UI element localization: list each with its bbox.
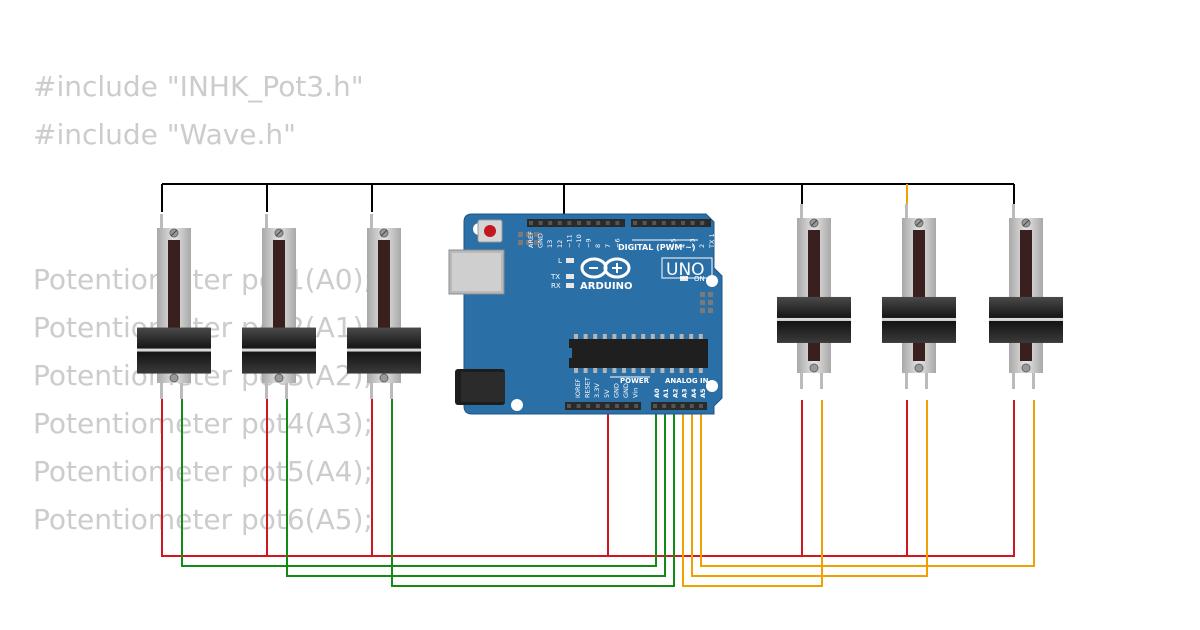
potentiometer-knob[interactable] <box>137 327 211 374</box>
pin-label: ~5 <box>669 238 677 248</box>
ground-wire <box>161 184 1015 228</box>
microcontroller-chip <box>569 339 708 368</box>
pin-label: A1 <box>662 388 670 398</box>
slide-potentiometer-pot2[interactable] <box>242 214 316 399</box>
icsp-header <box>518 232 539 245</box>
mounting-hole <box>511 399 523 411</box>
screw-icon <box>169 373 179 383</box>
pin-label: TX 1 <box>708 233 716 249</box>
pin-label: ~11 <box>565 234 573 248</box>
code-line: Potentiometer pot1(A0); <box>33 263 373 296</box>
slide-potentiometer-pot3[interactable] <box>347 214 421 399</box>
pin-label: GND <box>612 383 620 398</box>
slide-potentiometer-pot6[interactable] <box>989 204 1063 389</box>
signal-wire-a2 <box>391 398 675 587</box>
screw-icon <box>274 373 284 383</box>
potentiometers-layer <box>137 204 1063 399</box>
pin-label: GND <box>537 233 545 248</box>
tx-led-label: TX <box>550 273 560 281</box>
pin-label: ~6 <box>613 238 621 248</box>
pin-label: 5V <box>603 389 611 398</box>
pin-label: ~10 <box>575 234 583 248</box>
pin-label: AREF <box>527 231 535 248</box>
power-label: POWER <box>620 377 650 385</box>
code-line: Potentiometer pot4(A3); <box>33 407 373 440</box>
model-frame <box>661 257 713 279</box>
analog-header <box>651 402 707 410</box>
digital-label: DIGITAL (PWM ~) <box>618 243 696 252</box>
pin-label: A5 <box>699 388 707 398</box>
potentiometer-knob[interactable] <box>347 327 421 374</box>
pin-label: IOREF <box>574 378 582 398</box>
pin-label: ~3 <box>689 238 697 248</box>
potentiometer-knob[interactable] <box>777 296 851 343</box>
pin-label: Vin <box>632 388 640 398</box>
arduino-logo-icon <box>580 257 631 279</box>
slide-potentiometer-pot4[interactable] <box>777 204 851 389</box>
code-line: #include "INHK_Pot3.h" <box>33 70 364 103</box>
screw-icon <box>379 373 389 383</box>
l-led <box>566 258 574 263</box>
pin-label: RESET <box>584 377 592 398</box>
pin-label: 7 <box>604 244 612 248</box>
pin-label: 4 <box>679 244 687 248</box>
pin-label: A0 <box>653 388 661 398</box>
pin-label: A3 <box>681 388 689 398</box>
l-led-label: L <box>558 257 562 265</box>
wires-layer <box>161 183 1035 587</box>
pin-label: ~9 <box>585 238 593 248</box>
signal-wire-a1 <box>286 398 666 577</box>
digital-header <box>631 219 711 227</box>
pin-label: GND <box>622 383 630 398</box>
code-line: #include "Wave.h" <box>33 118 297 151</box>
screw-icon <box>1021 363 1031 373</box>
screw-icon <box>914 363 924 373</box>
pin-label: RX 0 <box>717 233 725 248</box>
pin-label: 2 <box>698 244 706 248</box>
brand-label: ARDUINO <box>580 281 632 292</box>
code-line: Potentiometer pot6(A5); <box>33 503 373 536</box>
slide-potentiometer-pot5[interactable] <box>882 204 956 389</box>
pin-label: 12 <box>556 240 564 248</box>
tx-led <box>566 274 574 279</box>
potentiometer-knob[interactable] <box>882 296 956 343</box>
pin-label: 3.3V <box>593 383 601 398</box>
slide-potentiometer-pot1[interactable] <box>137 214 211 399</box>
analog-label: ANALOG IN <box>665 377 709 385</box>
code-line: Potentiometer pot5(A4); <box>33 455 373 488</box>
pin-label: A2 <box>671 388 679 398</box>
potentiometer-knob[interactable] <box>989 296 1063 343</box>
signal-wire-a3 <box>682 400 823 587</box>
vcc-wire <box>161 398 1015 557</box>
mounting-hole <box>706 380 718 392</box>
on-led-label: ON <box>694 275 705 283</box>
potentiometer-knob[interactable] <box>242 327 316 374</box>
rx-led <box>566 283 574 288</box>
signal-wire-a4 <box>691 400 928 577</box>
signal-wire-a5 <box>700 400 1035 567</box>
rx-led-label: RX <box>551 282 561 290</box>
pin-label: A4 <box>690 388 698 398</box>
power-header <box>565 402 641 410</box>
pin-label: 8 <box>594 244 602 248</box>
model-label: UNO <box>666 260 705 280</box>
digital-header <box>527 219 625 227</box>
pin-label: 13 <box>546 240 554 248</box>
icsp-header <box>700 292 713 313</box>
signal-wire-a0 <box>181 398 657 567</box>
screw-icon <box>809 363 819 373</box>
